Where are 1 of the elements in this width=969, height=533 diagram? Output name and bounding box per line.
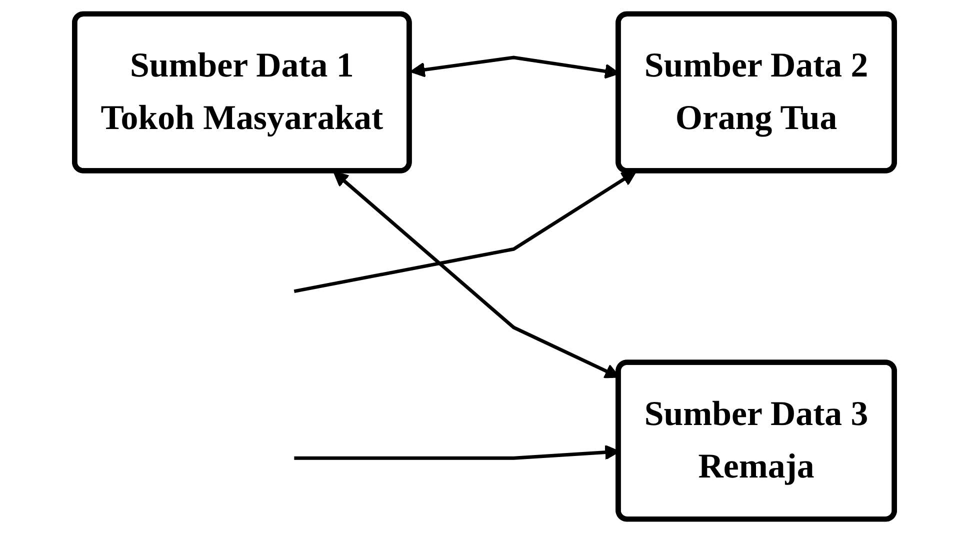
arrow bbox=[294, 170, 637, 293]
